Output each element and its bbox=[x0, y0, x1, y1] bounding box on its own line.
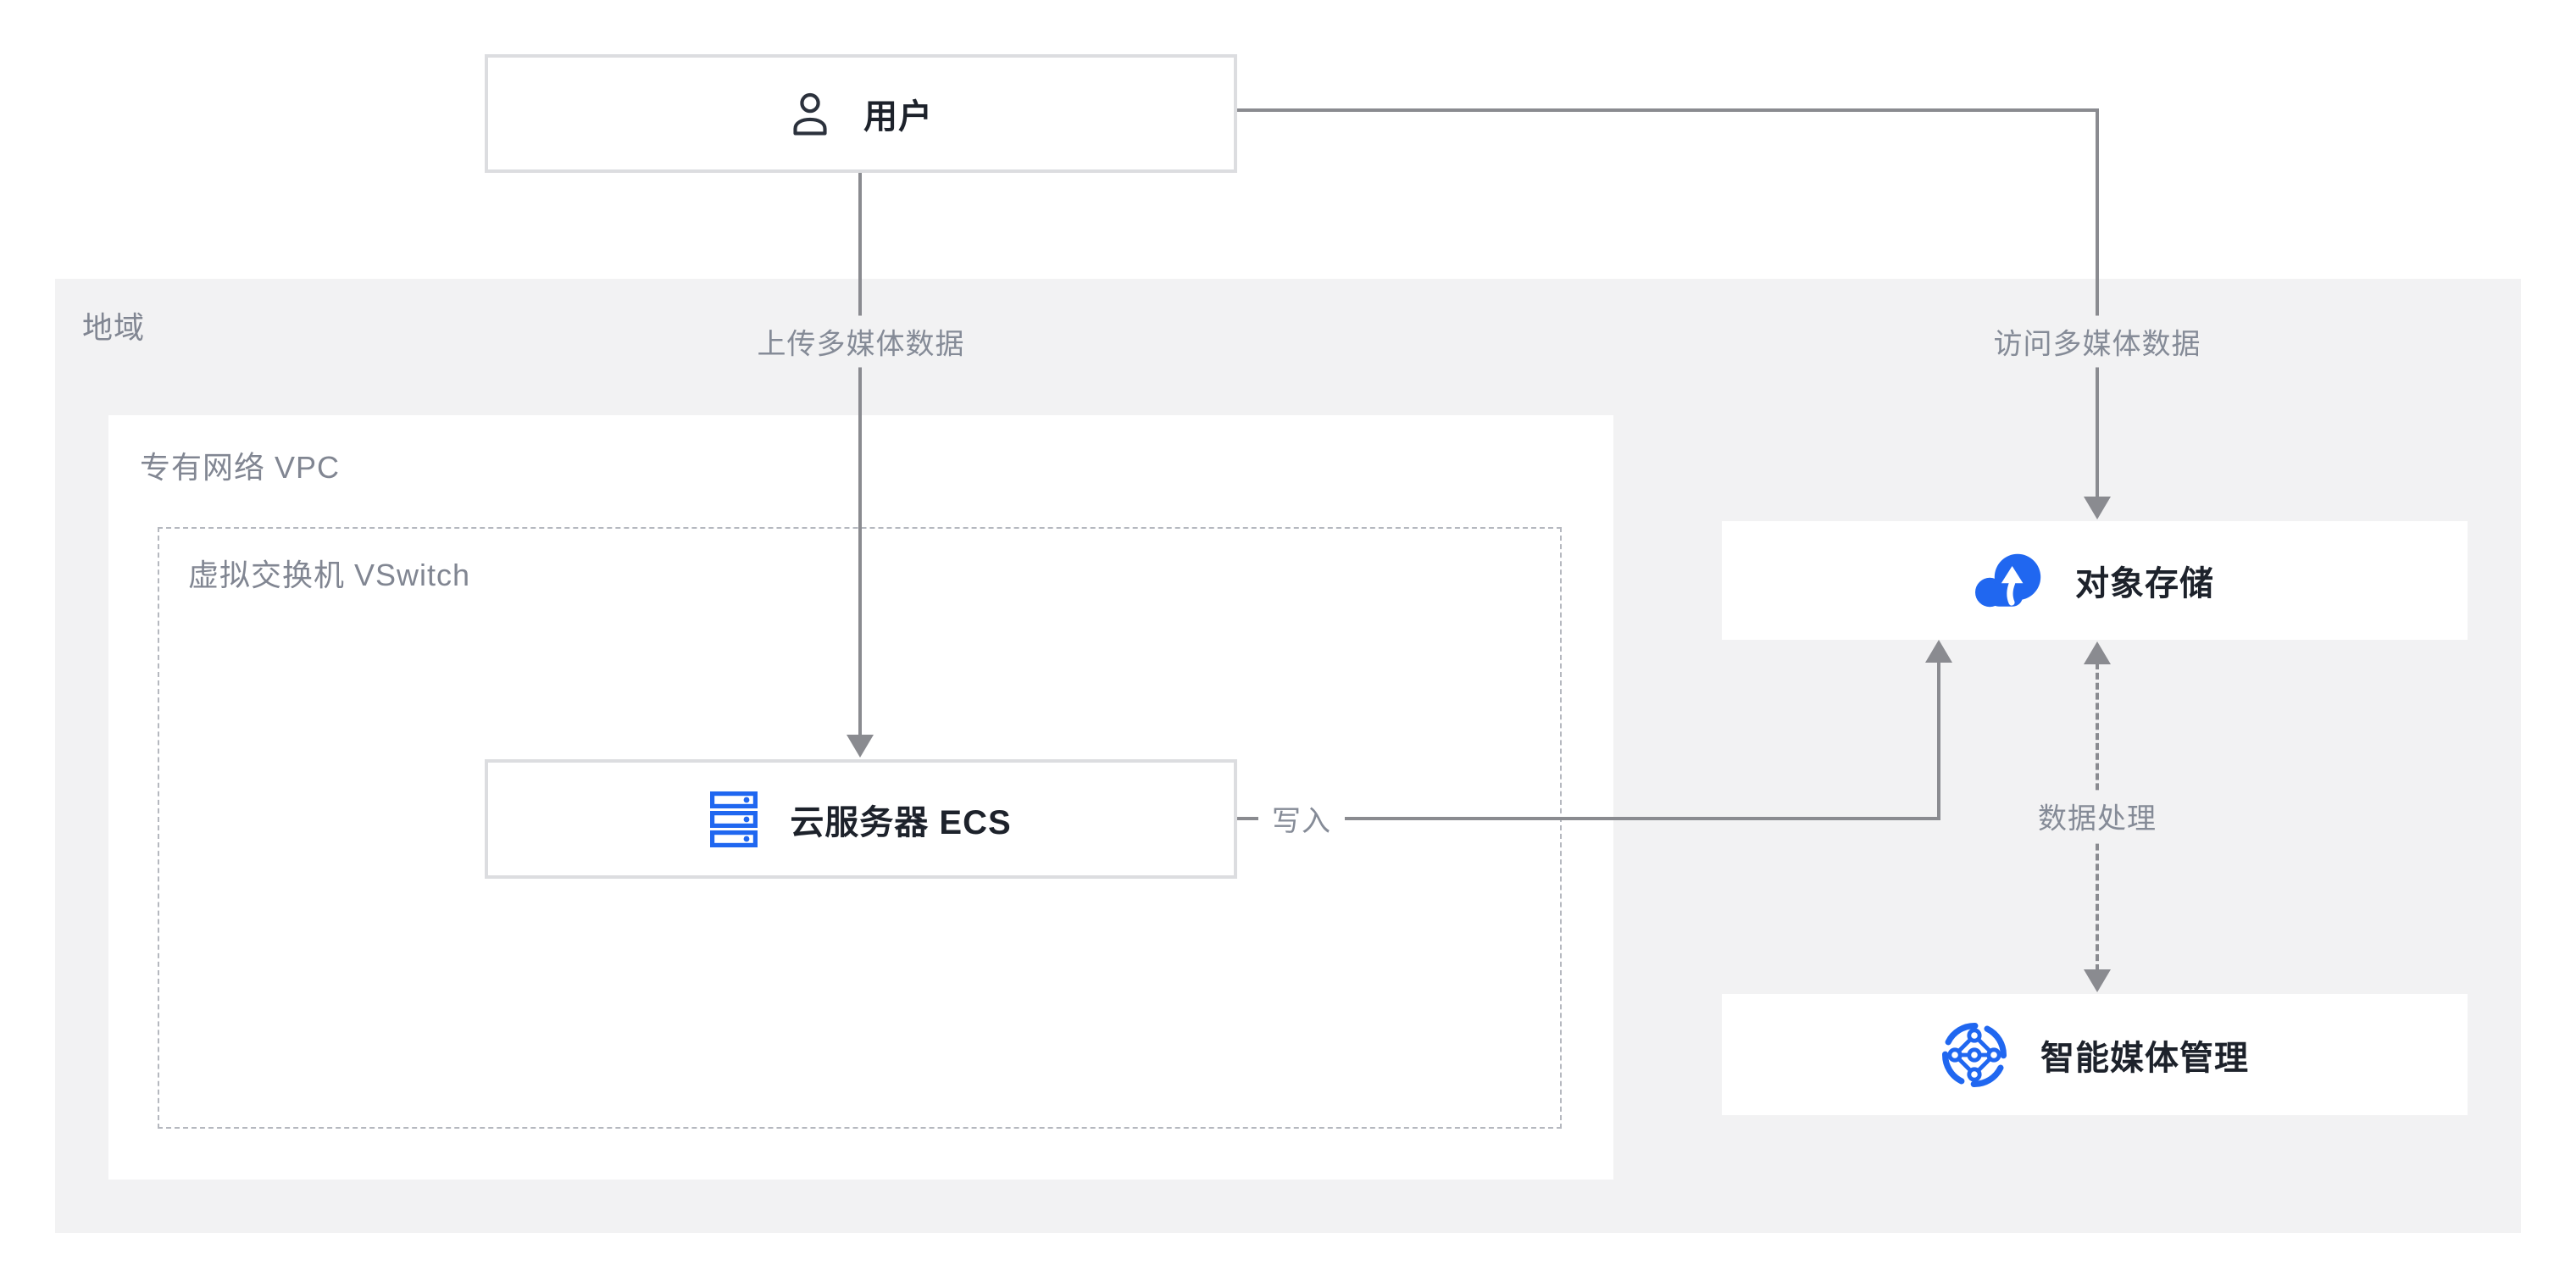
vswitch-label: 虚拟交换机 VSwitch bbox=[188, 558, 471, 592]
person-icon bbox=[793, 92, 827, 136]
vpc-label: 专有网络 VPC bbox=[140, 450, 341, 485]
edge-label-upload: 上传多媒体数据 bbox=[743, 315, 979, 368]
edge-upload-line bbox=[858, 166, 862, 736]
node-imm-title: 智能媒体管理 bbox=[2040, 1039, 2249, 1077]
node-ecs-title: 云服务器 ECS bbox=[790, 803, 1012, 841]
edge-write-line-h bbox=[1230, 817, 1940, 820]
cloud-upload-icon bbox=[1975, 553, 2041, 608]
node-oss: 对象存储 bbox=[1722, 521, 2468, 640]
edge-write-arrowhead bbox=[1925, 640, 1952, 663]
edge-label-process: 数据处理 bbox=[2024, 790, 2170, 842]
edge-access-line-h bbox=[1230, 108, 2099, 112]
edge-label-write: 写入 bbox=[1258, 792, 1345, 845]
edge-process-arrowhead-bottom bbox=[2084, 969, 2111, 992]
edge-access-line-v bbox=[2096, 108, 2099, 498]
node-ecs: 云服务器 ECS bbox=[485, 759, 1237, 879]
node-oss-title: 对象存储 bbox=[2075, 565, 2214, 602]
region-label: 地域 bbox=[82, 310, 146, 345]
edge-write-line-v bbox=[1937, 661, 1940, 820]
edge-label-access: 访问多媒体数据 bbox=[1979, 315, 2215, 368]
edge-process-arrowhead-top bbox=[2084, 641, 2111, 664]
edge-access-arrowhead bbox=[2084, 497, 2111, 519]
network-nodes-icon bbox=[1941, 1022, 2007, 1087]
edge-upload-arrowhead bbox=[847, 735, 874, 758]
node-user-title: 用户 bbox=[863, 98, 933, 136]
server-stack-icon bbox=[710, 791, 758, 847]
node-user: 用户 bbox=[485, 54, 1237, 173]
node-imm: 智能媒体管理 bbox=[1722, 994, 2468, 1115]
